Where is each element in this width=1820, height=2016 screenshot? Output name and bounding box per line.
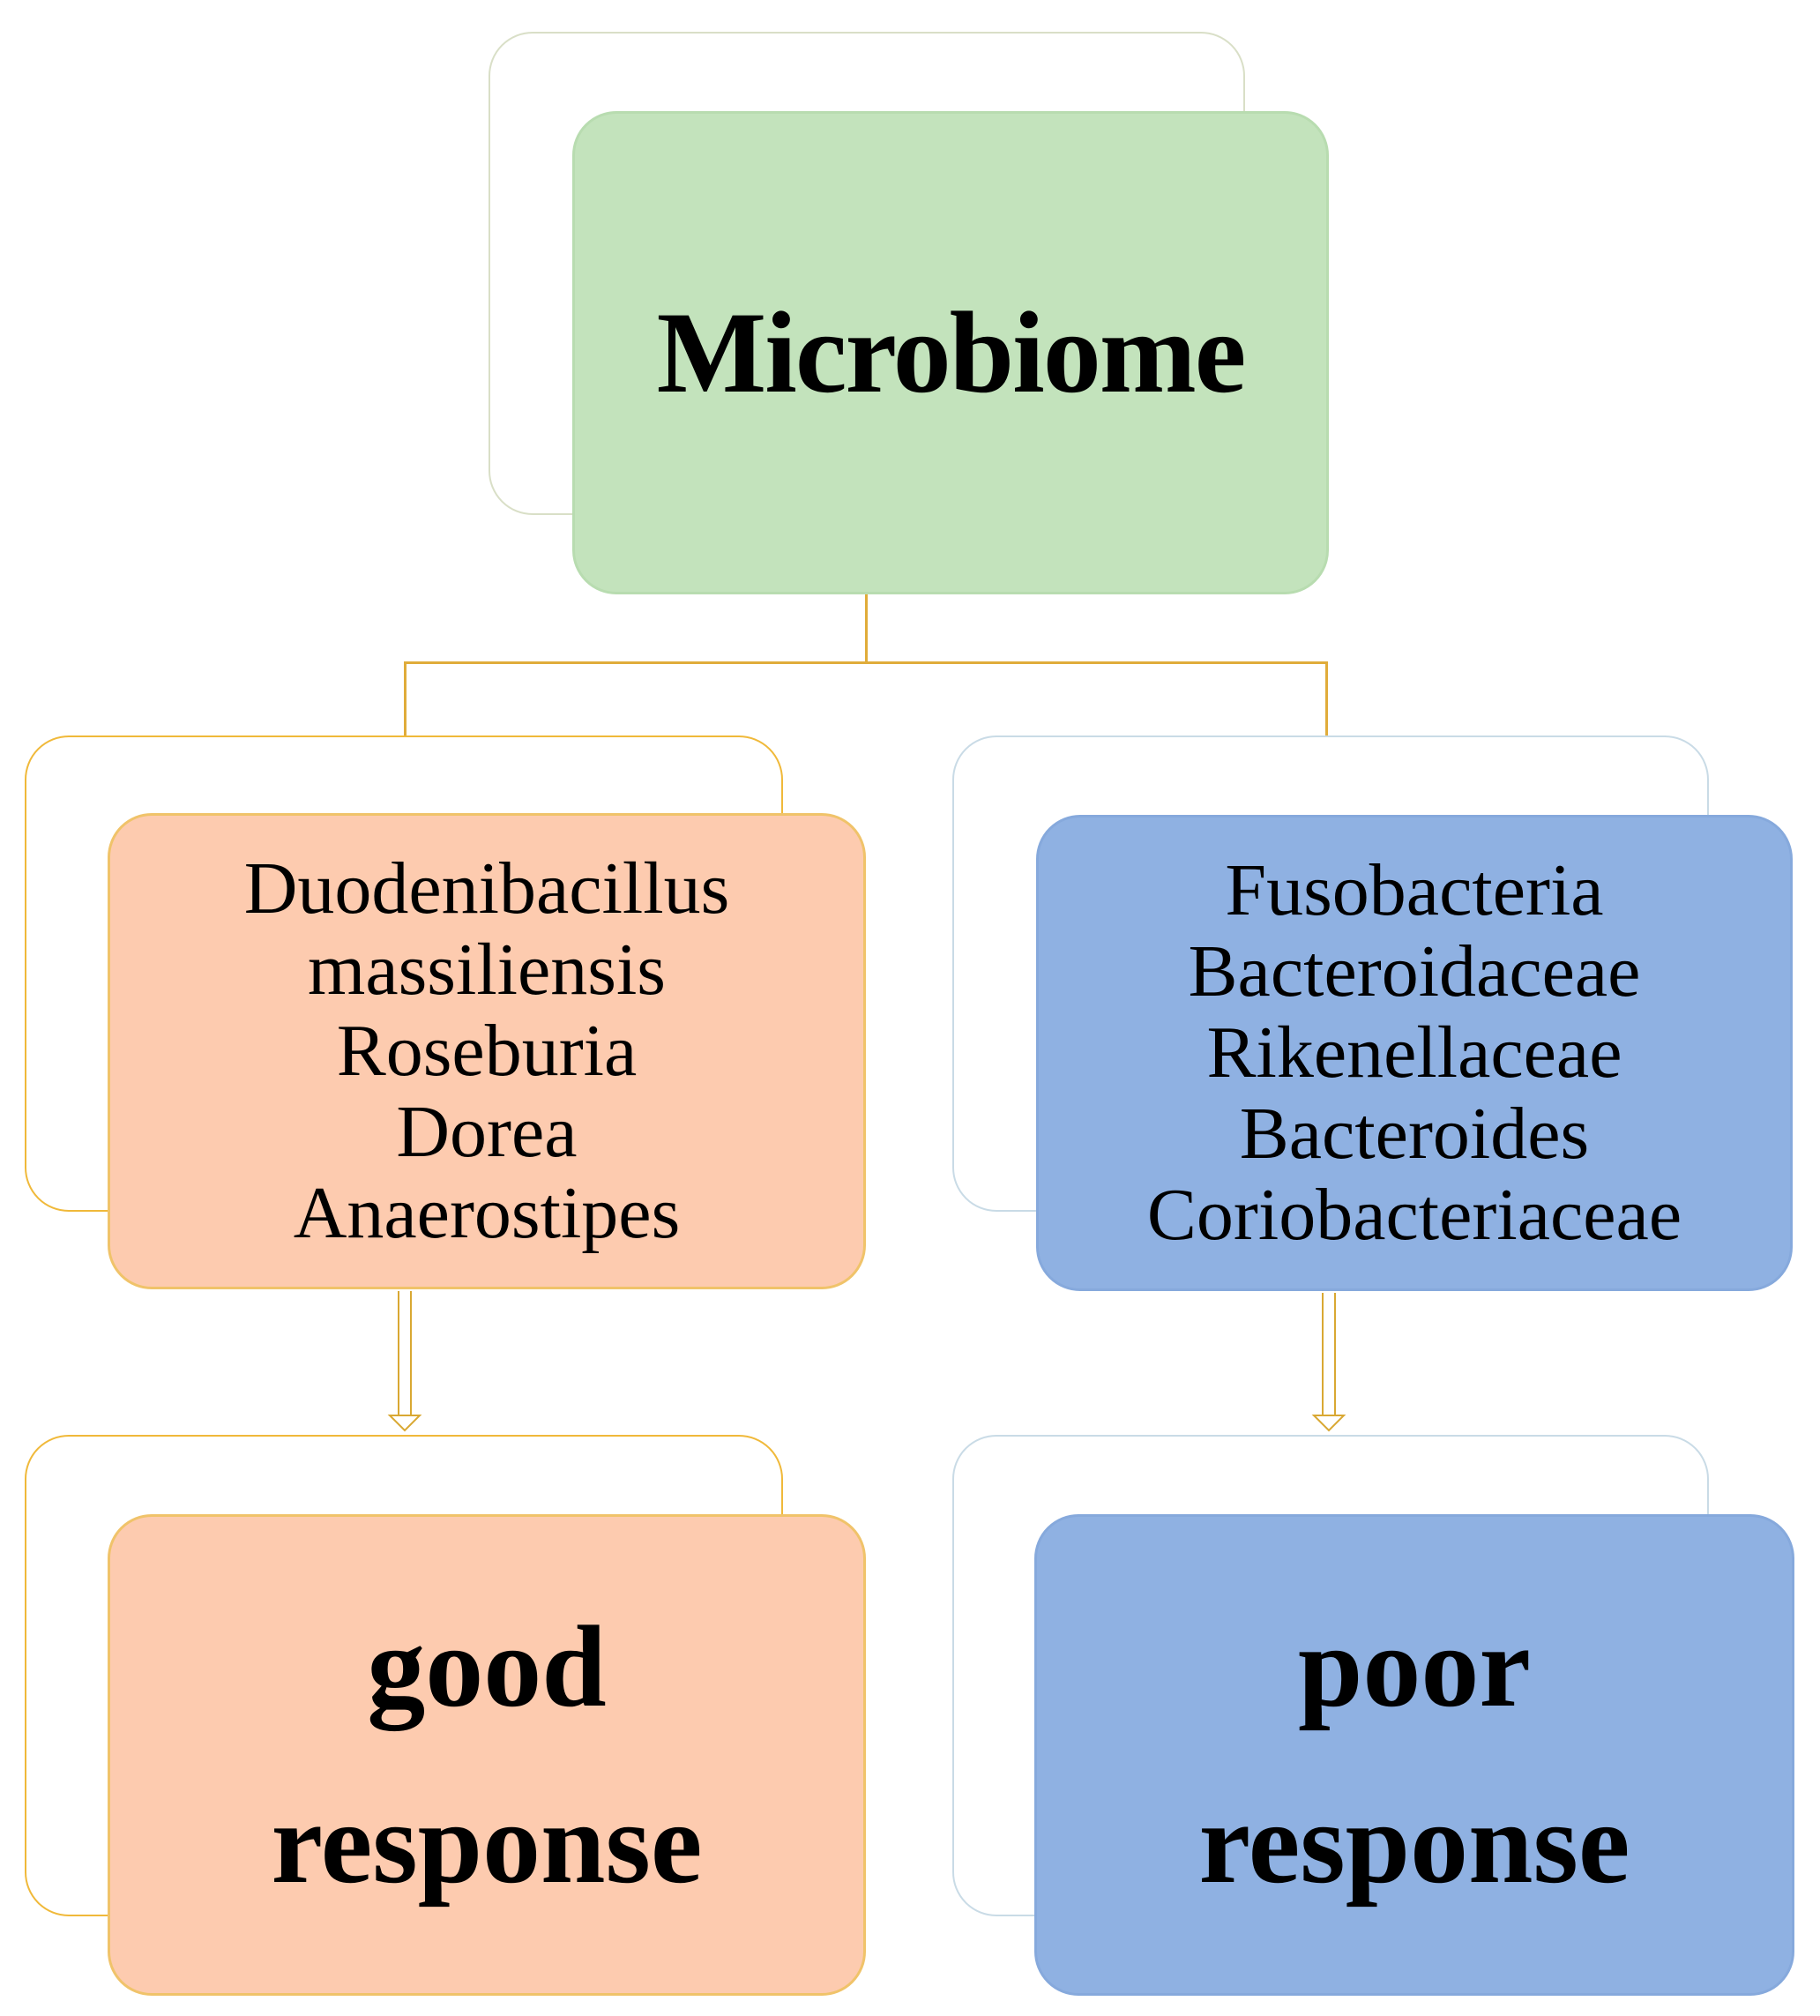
taxon-item: Bacteroides xyxy=(1239,1093,1590,1175)
good-outcome-label: good response xyxy=(272,1579,703,1931)
good-down-arrow xyxy=(387,1291,422,1432)
taxon-item: Rikenellaceae xyxy=(1206,1012,1622,1094)
poor-taxa-list: Fusobacteria Bacteroidaceae Rikenellacea… xyxy=(1147,850,1682,1256)
taxon-item: Duodenibacillus xyxy=(243,847,730,930)
taxon-item: Fusobacteria xyxy=(1225,849,1604,931)
taxon-item: Coriobacteriaceae xyxy=(1146,1174,1682,1256)
taxon-item: massiliensis xyxy=(307,929,666,1011)
taxon-item: Roseburia xyxy=(336,1010,638,1092)
taxon-item: Anaerostipes xyxy=(293,1172,681,1254)
poor-taxa-node: Fusobacteria Bacteroidaceae Rikenellacea… xyxy=(1036,815,1793,1291)
root-label: Microbiome xyxy=(656,287,1247,417)
poor-outcome-node: poor response xyxy=(1034,1514,1794,1996)
root-node: Microbiome xyxy=(572,111,1329,594)
outcome-line: response xyxy=(1198,1778,1630,1908)
taxon-item: Bacteroidaceae xyxy=(1188,930,1641,1012)
connector-right-drop xyxy=(1325,661,1328,735)
good-taxa-list: Duodenibacillus massiliensis Roseburia D… xyxy=(244,848,730,1254)
outcome-line: response xyxy=(271,1778,703,1908)
taxon-item: Dorea xyxy=(396,1091,578,1173)
connector-left-drop xyxy=(404,661,407,735)
poor-outcome-label: poor response xyxy=(1199,1579,1630,1931)
poor-down-arrow xyxy=(1311,1293,1346,1432)
outcome-line: good xyxy=(367,1602,607,1731)
outcome-line: poor xyxy=(1297,1602,1531,1731)
connector-horizontal xyxy=(404,661,1327,664)
good-taxa-node: Duodenibacillus massiliensis Roseburia D… xyxy=(108,813,866,1289)
good-outcome-node: good response xyxy=(108,1514,866,1996)
